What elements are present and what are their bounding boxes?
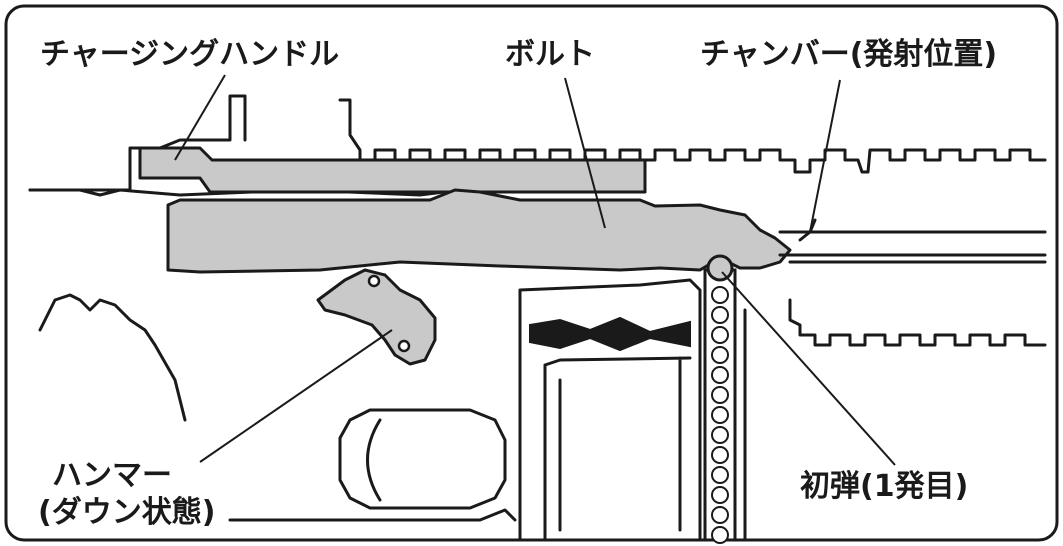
lower-receiver-left — [38, 293, 187, 422]
magazine-spring — [529, 316, 691, 352]
leader-hammer — [199, 329, 393, 463]
lower-receiver-right — [743, 298, 1047, 542]
label-first-round: 初弾(1発目) — [800, 469, 968, 504]
leader-chamber — [809, 79, 841, 233]
trigger-guard-inner — [366, 418, 382, 502]
magazine-follower — [543, 356, 692, 542]
bolt — [166, 188, 792, 274]
receiver-bottom — [228, 508, 517, 522]
charging-handle — [138, 146, 647, 194]
cartridge-column — [703, 254, 737, 544]
barrel — [778, 230, 1047, 264]
first-round — [706, 254, 734, 282]
leader-first-round — [721, 271, 896, 466]
hammer-pin-upper — [367, 274, 381, 288]
label-bolt: ボルト — [505, 37, 595, 72]
label-hammer-line1: ハンマー — [52, 458, 172, 493]
label-hammer-line2: (ダウン状態) — [38, 495, 215, 530]
diagram-frame — [4, 4, 1059, 542]
leader-bolt — [564, 77, 606, 229]
leader-charging-handle — [174, 74, 226, 161]
hammer-pin-lower — [397, 339, 411, 353]
label-charging-handle: チャージングハンドル — [40, 37, 339, 72]
upper-receiver-outline — [28, 94, 1047, 192]
label-chamber: チャンバー(発射位置) — [700, 37, 997, 72]
magazine-well — [518, 278, 702, 542]
trigger-guard — [338, 408, 507, 510]
